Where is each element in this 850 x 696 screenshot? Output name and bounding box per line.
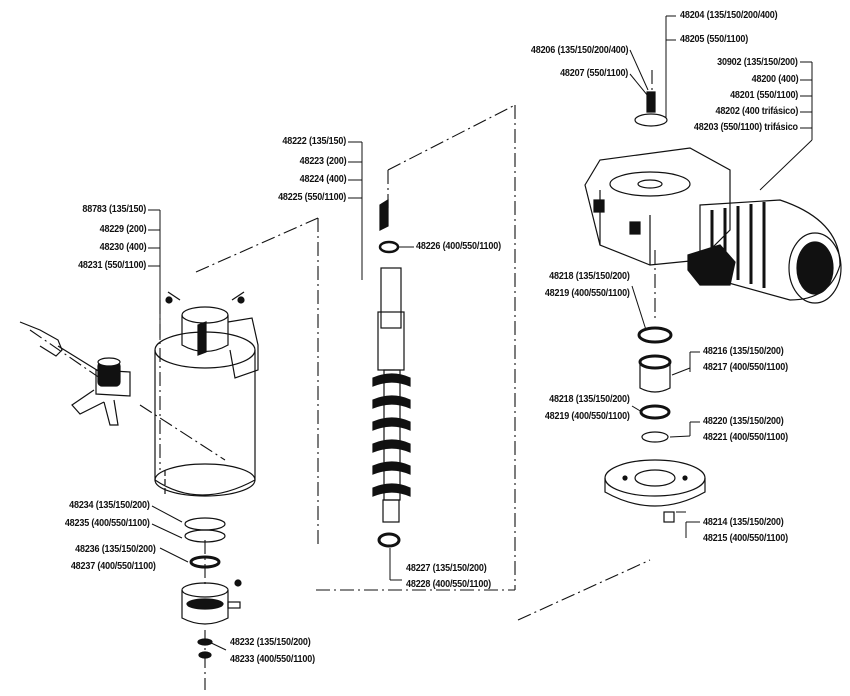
part-label: 48215 (400/550/1100) <box>703 532 788 544</box>
part-label: 48235 (400/550/1100) <box>65 517 150 529</box>
part-label: 48221 (400/550/1100) <box>703 431 788 443</box>
part-label: 48201 (550/1100) <box>729 89 798 101</box>
bearing-stack <box>604 326 706 523</box>
part-label: 48236 (135/150/200) <box>75 543 156 555</box>
part-label: 48207 (550/1100) <box>559 67 628 79</box>
part-label: 48232 (135/150/200) <box>230 636 311 648</box>
part-label: 48217 (400/550/1100) <box>703 361 788 373</box>
part-label: 48230 (400) <box>99 241 146 253</box>
part-label: 48216 (135/150/200) <box>703 345 784 357</box>
part-label: 48222 (135/150) <box>282 135 346 147</box>
part-label: 48237 (400/550/1100) <box>71 560 156 572</box>
part-label: 48231 (550/1100) <box>77 259 146 271</box>
part-label: 48218 (135/150/200) <box>549 393 630 405</box>
part-label: 48203 (550/1100) trifásico <box>694 121 798 133</box>
part-label: 30902 (135/150/200) <box>717 56 798 68</box>
part-label: 48223 (200) <box>299 155 346 167</box>
part-label: 48202 (400 trifásico) <box>715 105 798 117</box>
part-label: 48225 (550/1100) <box>277 191 346 203</box>
part-label: 48228 (400/550/1100) <box>406 578 491 590</box>
part-label: 48219 (400/550/1100) <box>545 287 630 299</box>
gear-motor <box>584 91 842 304</box>
auger-shaft <box>372 198 411 548</box>
part-label: 48226 (400/550/1100) <box>416 240 501 252</box>
leader-lines <box>148 15 813 651</box>
part-label: 48233 (400/550/1100) <box>230 653 315 665</box>
part-label: 48219 (400/550/1100) <box>545 410 630 422</box>
part-label: 48224 (400) <box>299 173 346 185</box>
part-label: 48204 (135/150/200/400) <box>680 9 778 21</box>
part-label: 48200 (400) <box>751 73 798 85</box>
part-label: 48206 (135/150/200/400) <box>530 44 629 56</box>
part-label: 48218 (135/150/200) <box>549 270 630 282</box>
part-label: 48214 (135/150/200) <box>703 516 784 528</box>
part-label: 48229 (200) <box>99 223 146 235</box>
part-label: 88783 (135/150) <box>82 203 146 215</box>
hopper-base-parts <box>181 517 242 659</box>
part-label: 48227 (135/150/200) <box>406 562 487 574</box>
part-label: 48234 (135/150/200) <box>69 499 150 511</box>
part-label: 48220 (135/150/200) <box>703 415 784 427</box>
part-label: 48205 (550/1100) <box>680 33 749 45</box>
valve <box>19 321 131 426</box>
hopper-assembly <box>154 291 259 497</box>
